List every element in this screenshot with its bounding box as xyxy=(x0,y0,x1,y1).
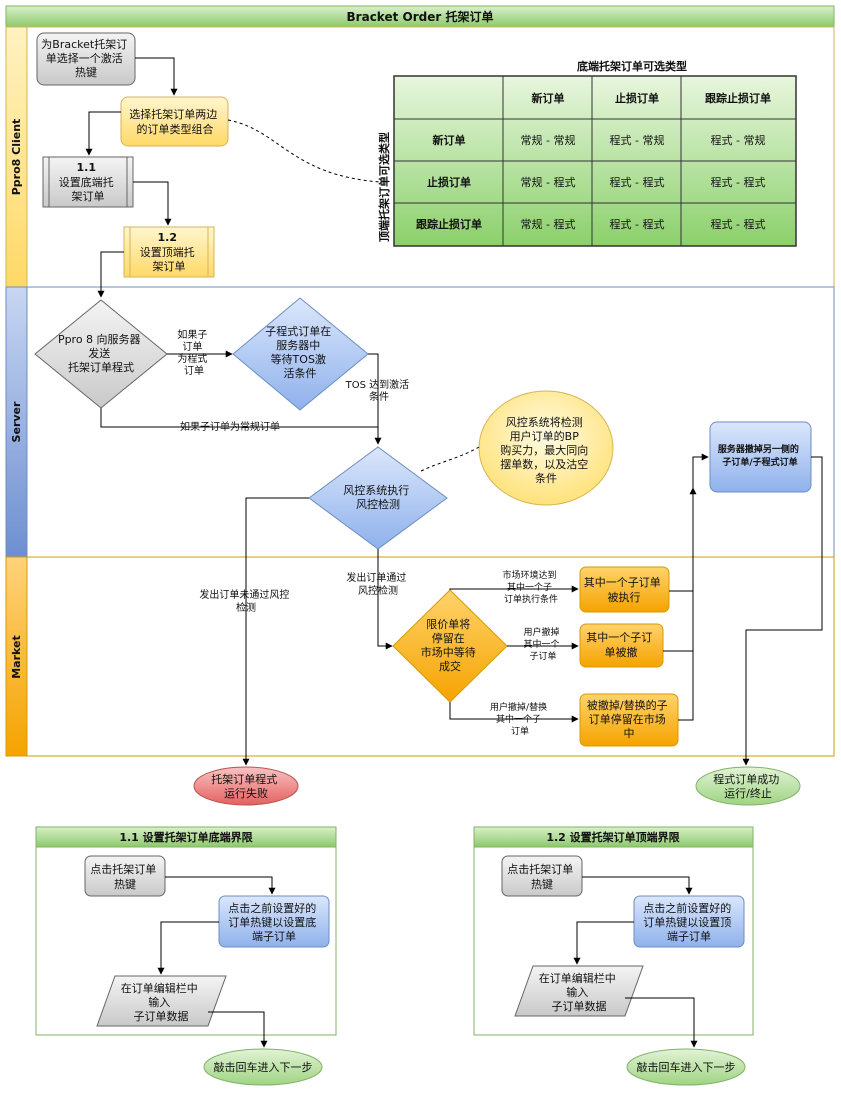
matrix-cell: 程式 - 程式 xyxy=(711,218,766,231)
node-select-hotkey-text: 为Bracket托架订 单选择一个激活 热键 xyxy=(41,37,130,79)
terminal-fail xyxy=(193,766,299,806)
node-step-1-1-text: 1.1 设置底端托 架订单 xyxy=(59,161,118,203)
matrix-cell: 程式 - 程式 xyxy=(711,176,766,189)
edge-risk-to-note xyxy=(420,446,480,472)
node-risk-note xyxy=(478,390,614,506)
sub-right-click-saved-text: 点击之前设置好的 订单热键以设置顶 端子订单 xyxy=(643,901,735,943)
edge-sub-left-2 xyxy=(157,921,219,975)
matrix-cell: 程式 - 程式 xyxy=(610,218,665,231)
edge-limit-to-replaced xyxy=(449,702,579,723)
subprocess-1-2-title: 1.2 设置托架订单顶端界限 xyxy=(546,830,679,844)
label-fail-check: 发出订单未通过风控 检测 xyxy=(199,588,292,614)
edge-risk-fail xyxy=(242,497,309,766)
sub-left-press-hotkey xyxy=(84,855,166,897)
subprocess-1-1-title: 1.1 设置托架订单底端界限 xyxy=(119,830,252,844)
edge-risk-pass xyxy=(377,549,393,650)
node-one-executed xyxy=(579,566,670,613)
node-one-cancelled-text: 其中一个子订 单被撤 xyxy=(586,631,656,659)
edge-sub-right-3 xyxy=(625,997,698,1048)
sub-left-input-data-text: 在订单编辑栏中 输入 子订单数据 xyxy=(121,981,202,1023)
matrix-row-header: 止损订单 xyxy=(427,175,471,189)
matrix-col-header: 跟踪止损订单 xyxy=(705,91,771,105)
sub-right-input-data-text: 在订单编辑栏中 输入 子订单数据 xyxy=(539,971,620,1013)
matrix-side-label: 顶端托架订单可选类型 xyxy=(377,132,391,242)
edge-1-2-to-send xyxy=(97,251,124,298)
subprocess-1-2: 1.2 设置托架订单顶端界限 点击托架订单 热键 点击之前设置好的 订单热键以设… xyxy=(473,826,754,1086)
sub-right-press-hotkey-text: 点击托架订单 热键 xyxy=(507,862,577,891)
edge-sub-left-3 xyxy=(208,1011,268,1048)
subprocess-1-1-header xyxy=(35,826,337,848)
node-one-executed-text: 其中一个子订单 被执行 xyxy=(584,576,665,604)
label-if-regular: 如果子订单为常规订单 xyxy=(180,420,280,433)
node-select-hotkey xyxy=(36,32,136,86)
matrix-cell: 程式 - 常规 xyxy=(610,133,665,147)
node-step-1-2 xyxy=(123,226,215,278)
label-user-replace: 用户撤掉/替换 其中一个子 订单 xyxy=(490,701,550,737)
label-tos-reached: TOS 达到激活 条件 xyxy=(345,378,413,403)
sub-left-press-hotkey-text: 点击托架订单 热键 xyxy=(90,862,160,891)
label-user-cancel: 用户撤掉 其中一个 子订单 xyxy=(524,626,563,662)
node-replaced-stays-text: 被撤掉/替换的子 订单停留在市场 中 xyxy=(587,698,671,740)
subprocess-1-1: 1.1 设置托架订单底端界限 点击托架订单 热键 点击之前设置好的 订单热键以设… xyxy=(35,826,337,1086)
sub-left-next xyxy=(203,1048,323,1086)
node-one-cancelled xyxy=(579,623,664,668)
matrix-cell: 常规 - 程式 xyxy=(521,217,576,231)
lane-label-market: Market xyxy=(10,635,23,679)
node-cancel-other xyxy=(709,421,812,493)
node-send-order-text: Ppro 8 向服务器 发送 托架订单程式 xyxy=(58,332,144,374)
sub-left-input-data xyxy=(96,975,227,1027)
label-pass-check: 发出订单通过 风控检测 xyxy=(346,571,409,597)
sub-right-input-data xyxy=(514,965,644,1017)
lane-label-client: Ppro8 Client xyxy=(10,119,23,196)
sub-right-next-text: 敲击回车进入下一步 xyxy=(637,1060,736,1074)
node-limit-wait-text: 限价单将 停留在 市场中等待 成交 xyxy=(421,618,480,673)
edge-tos-to-risk xyxy=(368,353,382,445)
node-choose-combo xyxy=(120,96,229,147)
edge-combo-to-1-1 xyxy=(85,111,121,156)
order-type-matrix: 底端托架订单可选类型 顶端托架订单可选类型 新订单 止损订单 跟踪止损订单 新订… xyxy=(377,59,797,247)
edge-sub-right-1 xyxy=(582,876,693,895)
diagram-title: Bracket Order 托架订单 xyxy=(347,9,494,24)
edge-cancel-to-success xyxy=(742,456,823,766)
lane-label-server: Server xyxy=(10,401,23,442)
matrix-cell: 程式 - 常规 xyxy=(711,133,766,147)
matrix-row-header: 跟踪止损订单 xyxy=(416,217,482,231)
edge-regular-to-risk xyxy=(100,408,378,428)
terminal-fail-text: 托架订单程式 运行失败 xyxy=(211,772,281,800)
edge-limit-to-executed xyxy=(449,585,579,593)
edge-bus-to-cancel xyxy=(692,453,709,488)
matrix-col-header: 新订单 xyxy=(532,91,565,105)
sub-left-next-text: 敲击回车进入下一步 xyxy=(214,1060,313,1074)
node-step-1-1 xyxy=(42,156,134,208)
label-market-cond: 市场环境达到 其中一个子 订单执行条件 xyxy=(503,569,560,605)
node-wait-tos xyxy=(232,297,369,411)
matrix-col-header: 止损订单 xyxy=(615,91,659,105)
terminal-success xyxy=(695,766,801,806)
subprocess-1-2-header xyxy=(473,826,754,848)
matrix-cell: 常规 - 程式 xyxy=(521,175,576,189)
terminal-success-text: 程式订单成功 运行/终止 xyxy=(713,773,783,800)
matrix-cell: 常规 - 常规 xyxy=(521,133,576,147)
edge-sub-right-2 xyxy=(573,921,634,965)
edge-replaced-to-cancel xyxy=(678,487,697,721)
node-wait-tos-text: 子程式订单在 服务器中 等待TOS激 活条件 xyxy=(265,325,335,380)
edge-1-1-to-1-2 xyxy=(133,181,172,226)
matrix-title: 底端托架订单可选类型 xyxy=(577,59,687,73)
lane-market xyxy=(26,556,835,757)
sub-right-next xyxy=(626,1048,746,1086)
node-step-1-2-text: 1.2 设置顶端托 架订单 xyxy=(140,231,199,273)
node-risk-note-text: 风控系统将检测 用户订单的BP 购买力，最大同向 摆单数，以及沽空 条件 xyxy=(500,415,592,485)
matrix-row-header: 新订单 xyxy=(433,133,466,147)
sub-left-click-saved-text: 点击之前设置好的 订单热键以设置底 端子订单 xyxy=(228,901,320,943)
edge-hotkey-to-combo xyxy=(135,57,178,96)
edge-sub-left-1 xyxy=(165,876,276,895)
label-if-program: 如果子 订单 为程式 订单 xyxy=(177,328,210,377)
node-risk-check-text: 风控系统执行 风控检测 xyxy=(343,483,413,511)
node-choose-combo-text: 选择托架订单两边 的订单类型组合 xyxy=(129,107,221,136)
matrix-cell: 程式 - 程式 xyxy=(610,176,665,189)
node-cancel-other-text: 服务器撤掉另一侧的 子订单/子程式订单 xyxy=(718,443,802,468)
sub-right-press-hotkey xyxy=(501,855,583,897)
